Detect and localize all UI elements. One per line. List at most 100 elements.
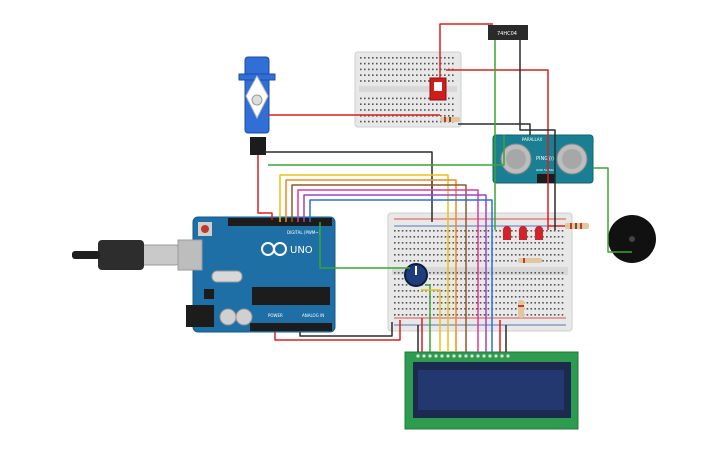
red-led[interactable] — [535, 226, 543, 240]
breadboard-hole — [432, 62, 434, 65]
breadboard-hole — [424, 103, 426, 105]
breadboard-hole — [417, 230, 419, 232]
breadboard-hole — [538, 242, 540, 244]
red-led[interactable] — [503, 226, 511, 240]
potentiometer[interactable] — [404, 263, 428, 287]
breadboard-hole — [408, 80, 410, 82]
breadboard-hole — [401, 296, 404, 298]
breadboard-hole — [433, 314, 435, 316]
breadboard-hole — [416, 109, 418, 111]
breadboard-hole — [514, 308, 517, 310]
breadboard-hole — [392, 62, 394, 65]
breadboard-hole — [518, 272, 521, 274]
breadboard-hole — [557, 308, 560, 310]
breadboard-hole — [561, 314, 564, 316]
slide-switch[interactable] — [429, 77, 447, 101]
breadboard-hole — [557, 278, 560, 280]
breadboard-hole — [538, 284, 540, 286]
breadboard-hole — [495, 278, 497, 280]
servo-motor[interactable] — [238, 56, 276, 155]
breadboard-hole — [440, 284, 443, 286]
breadboard-hole — [456, 236, 458, 238]
red-led[interactable] — [519, 226, 527, 240]
breadboard-hole — [440, 115, 442, 117]
breadboard-hole — [436, 260, 439, 262]
breadboard-hole — [460, 314, 462, 316]
wire-red — [446, 69, 549, 230]
breadboard-hole — [503, 308, 505, 310]
breadboard-hole — [394, 242, 396, 244]
breadboard-hole — [452, 80, 454, 82]
lcd-pin — [416, 354, 420, 358]
breadboard-hole — [542, 260, 544, 262]
breadboard-hole — [511, 236, 513, 238]
breadboard-hole — [444, 109, 446, 111]
breadboard-hole — [409, 308, 412, 310]
breadboard-hole — [499, 296, 501, 298]
breadboard-hole — [553, 242, 556, 244]
breadboard-hole — [514, 248, 517, 250]
breadboard-hole — [440, 103, 442, 105]
resistor[interactable] — [565, 223, 589, 229]
breadboard-hole — [561, 230, 564, 232]
breadboard-hole — [428, 62, 430, 65]
breadboard-hole — [472, 272, 474, 274]
breadboard-hole — [542, 296, 544, 298]
breadboard-hole — [388, 120, 390, 123]
breadboard-hole — [364, 68, 366, 71]
breadboard-hole — [397, 284, 400, 286]
breadboard-hole — [561, 272, 564, 274]
breadboard-hole — [530, 278, 533, 280]
breadboard-hole — [432, 109, 434, 111]
resistor[interactable] — [518, 300, 524, 318]
breadboard-hole — [479, 260, 482, 262]
breadboard-hole — [479, 296, 482, 298]
breadboard-hole — [444, 62, 446, 65]
breadboard-hole — [511, 248, 513, 250]
breadboard-hole — [428, 97, 430, 100]
breadboard-hole — [444, 260, 447, 262]
breadboard-hole — [400, 103, 402, 105]
piezo-buzzer[interactable] — [608, 215, 656, 263]
breadboard-hole — [514, 242, 517, 244]
breadboard-hole — [412, 57, 414, 59]
breadboard-hole — [433, 290, 435, 292]
breadboard-hole — [460, 230, 462, 232]
breadboard-hole — [428, 80, 430, 82]
breadboard-hole — [436, 302, 439, 304]
resistor[interactable] — [440, 117, 460, 122]
breadboard-hole — [425, 314, 427, 316]
breadboard-hole — [405, 254, 408, 256]
breadboard-hole — [499, 242, 501, 244]
breadboard-hole — [444, 290, 447, 292]
breadboard-hole — [472, 254, 474, 256]
breadboard-hole — [464, 230, 466, 232]
arduino-uno-board[interactable]: UNO DIGITAL (PWM~) POWER ANALOG IN — [177, 216, 336, 333]
resistor[interactable] — [518, 258, 542, 263]
breadboard-hole — [483, 242, 486, 244]
breadboard-hole — [479, 272, 482, 274]
ultrasonic-ping-sensor[interactable]: PARALLAX PING))) GND 5V SIG — [492, 134, 594, 184]
breadboard-hole — [425, 254, 427, 256]
breadboard-hole — [436, 74, 438, 76]
breadboard-hole — [503, 296, 505, 298]
breadboard-hole — [425, 230, 427, 232]
breadboard-hole — [444, 272, 447, 274]
breadboard-hole — [425, 302, 427, 304]
breadboard-hole — [522, 296, 525, 298]
breadboard-hole — [464, 272, 466, 274]
breadboard-hole — [444, 248, 447, 250]
breadboard-hole — [388, 74, 390, 76]
breadboard-hole — [550, 296, 552, 298]
breadboard-hole — [420, 68, 422, 71]
breadboard-hole — [392, 120, 394, 123]
breadboard-hole — [495, 296, 497, 298]
breadboard-hole — [408, 97, 410, 100]
lcd-display[interactable] — [404, 351, 579, 430]
breadboard-hole — [479, 284, 482, 286]
breadboard-hole — [444, 254, 447, 256]
chip-74hc04[interactable]: 74HC04 — [488, 25, 528, 40]
breadboard-hole — [472, 314, 474, 316]
breadboard-hole — [526, 308, 529, 310]
breadboard-hole — [368, 68, 370, 71]
